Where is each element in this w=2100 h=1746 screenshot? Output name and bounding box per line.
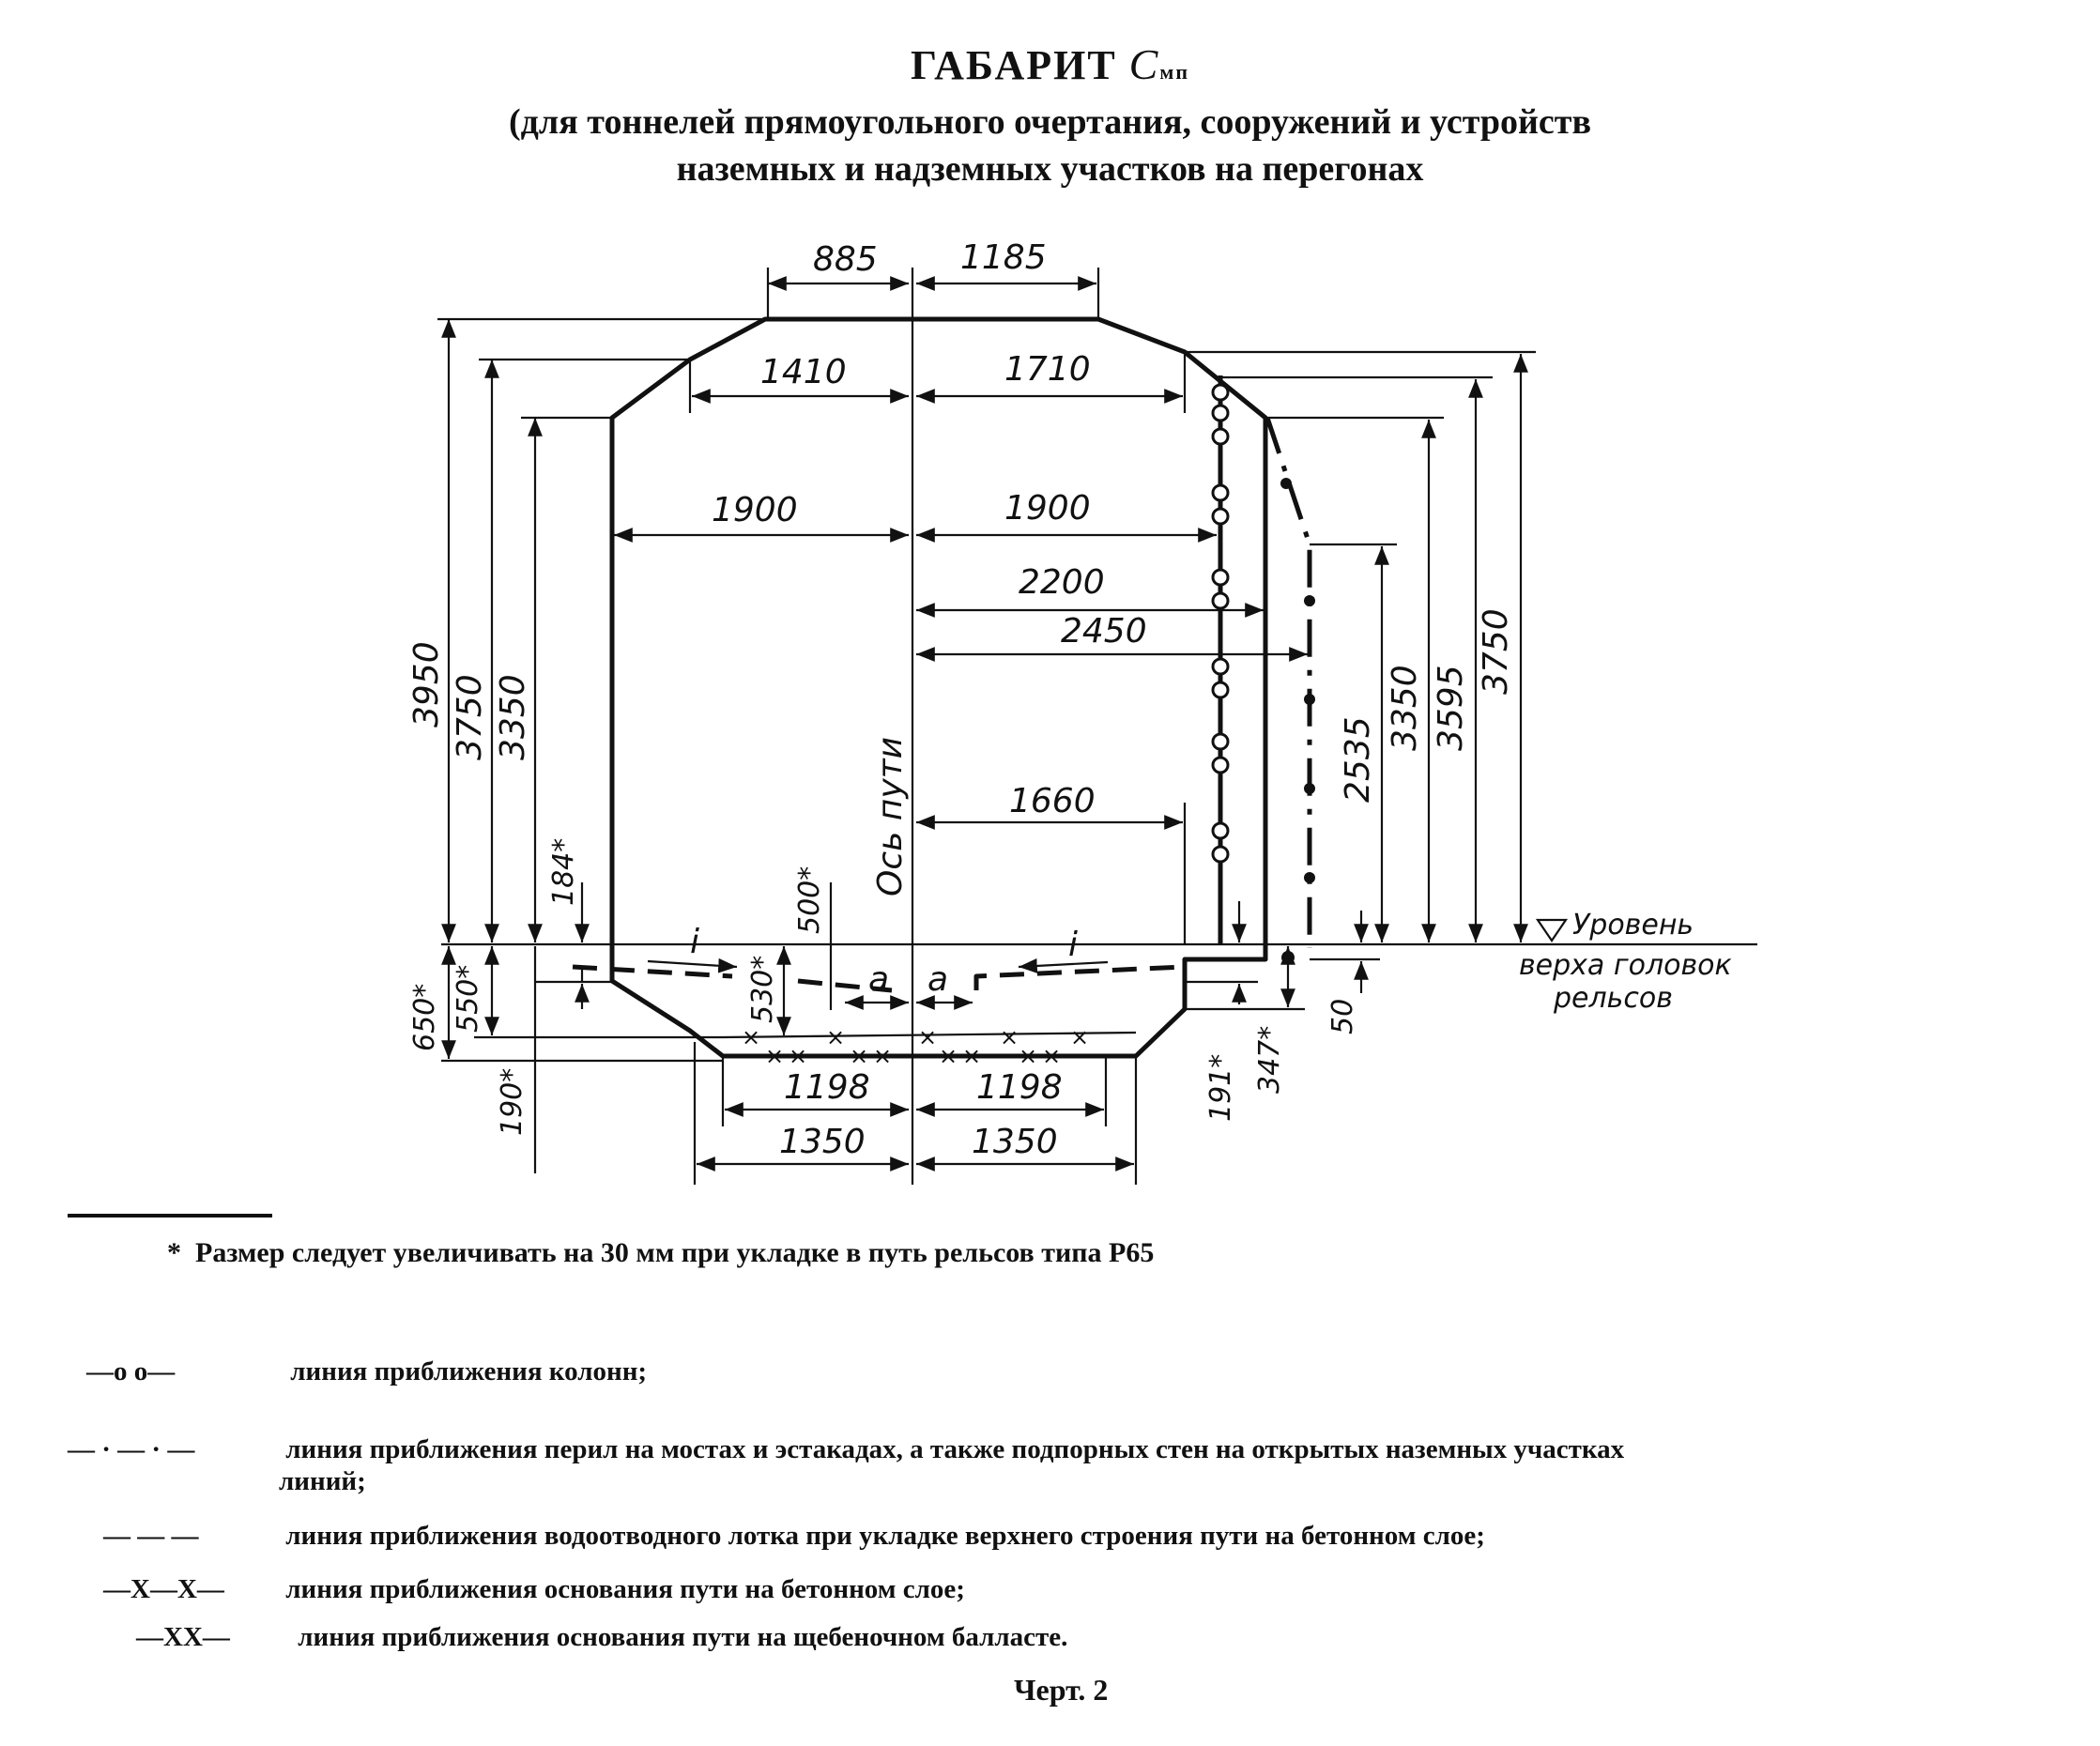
axis-label: Ось пути bbox=[871, 737, 910, 896]
dim-1198-left: 1198 bbox=[784, 1068, 870, 1107]
legend-text-railings-cont: линий; bbox=[279, 1466, 366, 1496]
footnote: * Размер следует увеличивать на 30 мм пр… bbox=[167, 1237, 1154, 1269]
svg-text:×: × bbox=[1042, 1043, 1061, 1069]
drainage-line bbox=[572, 964, 1186, 993]
dim-3750-left: 3750 bbox=[451, 674, 489, 760]
legend-text-columns: линия приближения колонн; bbox=[290, 1356, 648, 1386]
legend-item-concrete: —X—X— линия приближения основания пути н… bbox=[103, 1574, 965, 1605]
dim-1660: 1660 bbox=[1009, 782, 1096, 820]
legend-text-concrete: линия приближения основания пути на бето… bbox=[285, 1574, 965, 1604]
svg-text:×: × bbox=[850, 1043, 868, 1069]
concrete-base-x-marks: × × × × × bbox=[742, 1024, 1089, 1050]
legend-text-drainage: линия приближения водоотводного лотка пр… bbox=[285, 1521, 1485, 1551]
dim-3950: 3950 bbox=[407, 641, 446, 728]
dim-a-left: a bbox=[868, 960, 889, 999]
rail-level-label-1: Уровень bbox=[1572, 909, 1694, 942]
dim-1350-left: 1350 bbox=[779, 1123, 866, 1161]
dim-1710: 1710 bbox=[1004, 350, 1091, 389]
svg-text:×: × bbox=[1070, 1024, 1089, 1050]
dim-2450: 2450 bbox=[1061, 612, 1147, 651]
legend-text-railings: линия приближения перил на мостах и эста… bbox=[285, 1434, 1625, 1464]
dim-1350-right: 1350 bbox=[972, 1123, 1058, 1161]
svg-text:×: × bbox=[765, 1043, 784, 1069]
dim-500: 500* bbox=[793, 866, 826, 934]
dim-2200: 2200 bbox=[1019, 563, 1105, 602]
dim-2535: 2535 bbox=[1339, 716, 1377, 803]
dim-3350-left: 3350 bbox=[494, 674, 532, 760]
dim-1185: 1185 bbox=[960, 238, 1047, 277]
clearance-outline bbox=[609, 316, 1268, 1059]
dim-184: 184* bbox=[547, 838, 580, 906]
footnote-text: Размер следует увеличивать на 30 мм при … bbox=[195, 1237, 1155, 1268]
slope-right: i bbox=[1068, 926, 1078, 964]
legend-symbol-concrete: —X—X— bbox=[103, 1574, 224, 1604]
legend-symbol-railings: — · — · — bbox=[68, 1434, 195, 1464]
railing-line bbox=[1265, 417, 1312, 948]
concrete-base-line bbox=[722, 1031, 1137, 1039]
dim-3350-right: 3350 bbox=[1386, 665, 1424, 751]
dim-1900-right: 1900 bbox=[1004, 489, 1091, 528]
rail-level-label-3: рельсов bbox=[1553, 982, 1673, 1015]
svg-text:×: × bbox=[918, 1024, 937, 1050]
dim-885: 885 bbox=[813, 240, 878, 279]
svg-text:×: × bbox=[826, 1024, 845, 1050]
dim-1900-left: 1900 bbox=[712, 491, 798, 529]
dim-1198-right: 1198 bbox=[976, 1068, 1063, 1107]
legend-symbol-ballast: —XX— bbox=[136, 1622, 230, 1652]
svg-text:×: × bbox=[742, 1024, 760, 1050]
dim-550: 550* bbox=[452, 965, 484, 1033]
title-main: ГАБАРИТ Cмп bbox=[910, 40, 1190, 88]
dim-3750-right: 3750 bbox=[1477, 608, 1515, 695]
legend-symbol-drainage: — — — bbox=[103, 1521, 199, 1551]
dim-347: 347* bbox=[1253, 1026, 1286, 1094]
level-triangle-icon bbox=[1535, 918, 1569, 942]
svg-text:×: × bbox=[873, 1043, 892, 1069]
legend-item-railings: — · — · — линия приближения перил на мос… bbox=[68, 1434, 1624, 1465]
dim-a-right: a bbox=[927, 960, 948, 999]
legend-item-railings-cont: линий; bbox=[279, 1466, 366, 1497]
dim-190: 190* bbox=[496, 1068, 529, 1136]
legend-text-ballast: линия приближения основания пути на щебе… bbox=[298, 1622, 1068, 1652]
footnote-asterisk: * bbox=[167, 1237, 195, 1268]
dim-530: 530* bbox=[746, 956, 779, 1023]
rail-level-label-2: верха головок bbox=[1519, 949, 1732, 982]
legend-symbol-columns: —o o— bbox=[86, 1356, 176, 1386]
dim-191: 191* bbox=[1204, 1054, 1237, 1122]
ballast-base-x-marks: ×××× ×××× bbox=[765, 1043, 1061, 1069]
svg-text:×: × bbox=[789, 1043, 807, 1069]
svg-text:×: × bbox=[939, 1043, 958, 1069]
dim-50: 50 bbox=[1326, 999, 1359, 1034]
dim-3595: 3595 bbox=[1432, 665, 1470, 751]
svg-text:×: × bbox=[962, 1043, 981, 1069]
figure-caption: Черт. 2 bbox=[1014, 1673, 1109, 1707]
title-line-3: наземных и надземных участков на перегон… bbox=[676, 149, 1424, 189]
dim-650: 650* bbox=[408, 984, 441, 1051]
legend-item-drainage: — — — линия приближения водоотводного ло… bbox=[103, 1521, 1485, 1552]
svg-text:×: × bbox=[1019, 1043, 1037, 1069]
title-line-2: (для тоннелей прямоугольного очертания, … bbox=[509, 102, 1591, 142]
slope-left: i bbox=[690, 923, 699, 961]
legend-item-columns: —o o— линия приближения колонн; bbox=[86, 1356, 647, 1387]
svg-text:×: × bbox=[1000, 1024, 1019, 1050]
dim-1410: 1410 bbox=[760, 353, 847, 391]
legend-item-ballast: —XX— линия приближения основания пути на… bbox=[136, 1622, 1067, 1653]
